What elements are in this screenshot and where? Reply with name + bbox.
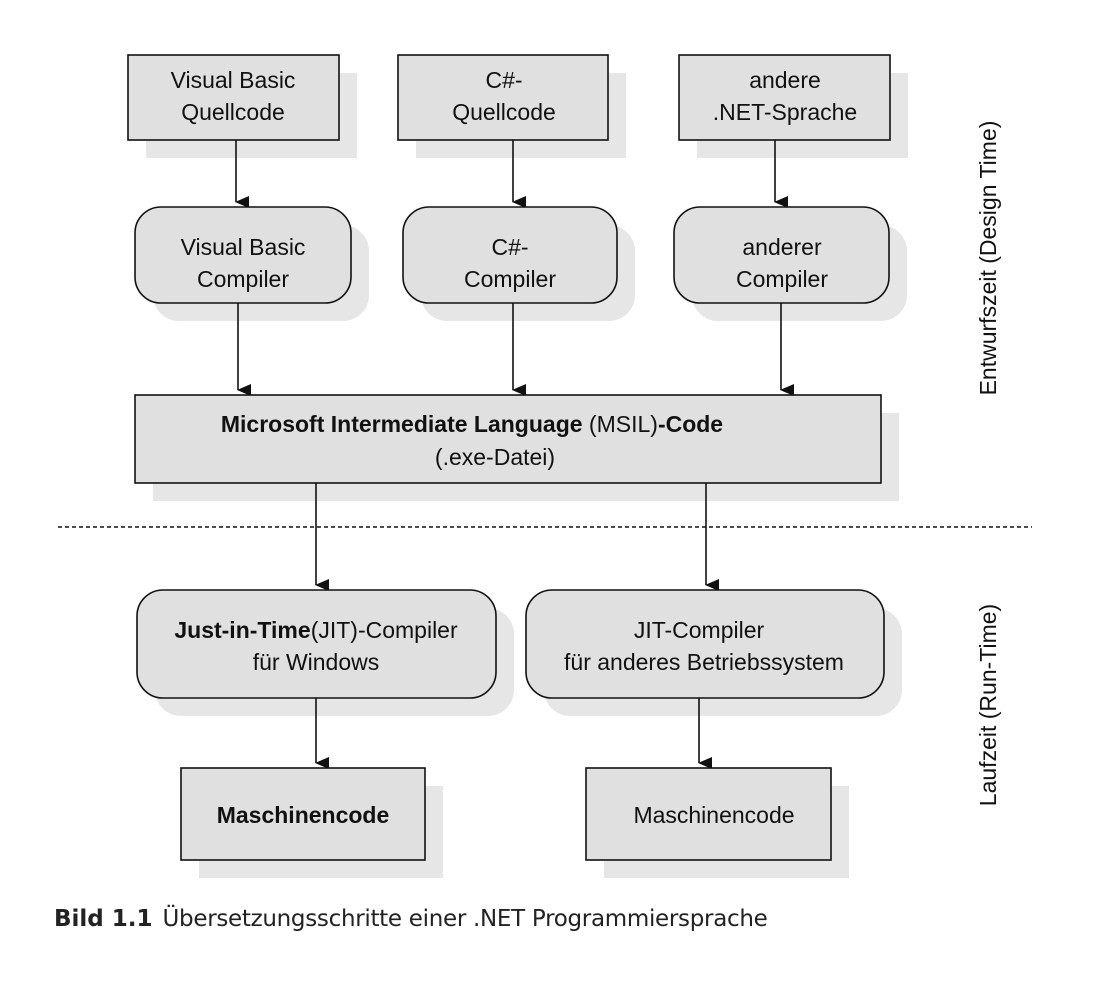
machine-code-windows-box: Maschinencode [180, 767, 443, 878]
jit-windows-rect [136, 589, 497, 699]
jit-other-box: JIT-Compiler für anderes Betriebssystem [525, 589, 902, 716]
msil-box: Microsoft Intermediate Language (MSIL)-C… [134, 394, 899, 501]
caption-label: Bild 1.1 [54, 906, 153, 932]
other-compiler-line1: anderer [742, 234, 822, 260]
machine-code-windows-rect [180, 767, 426, 861]
jit-windows-line1-part2: (JIT)-Compiler [311, 617, 458, 643]
vb-compiler-line1: Visual Basic [181, 234, 306, 260]
caption-text: Übersetzungsschritte einer .NET Programm… [162, 906, 768, 932]
vb-compiler-rect [134, 206, 352, 304]
other-source-line2: .NET-Sprache [713, 99, 857, 125]
other-compiler-box: anderer Compiler [673, 206, 907, 321]
cs-source-box: C#- Quellcode [397, 54, 626, 158]
vb-source-rect [127, 54, 340, 141]
msil-line1-part2: (MSIL) [583, 411, 658, 437]
other-source-line1: andere [749, 67, 821, 93]
msil-line2: (.exe-Datei) [435, 444, 555, 470]
jit-other-line2: für anderes Betriebssystem [564, 649, 844, 675]
jit-windows-line1: Just-in-Time(JIT)-Compiler [174, 617, 458, 643]
jit-windows-box: Just-in-Time(JIT)-Compiler für Windows [136, 589, 514, 716]
cs-compiler-rect [402, 206, 618, 304]
other-source-box: andere .NET-Sprache [678, 54, 908, 158]
machine-code-other-rect [585, 767, 832, 861]
cs-compiler-line1: C#- [491, 234, 528, 260]
other-compiler-line2: Compiler [736, 266, 828, 292]
vb-compiler-box: Visual Basic Compiler [134, 206, 369, 321]
msil-line1: Microsoft Intermediate Language (MSIL)-C… [221, 411, 723, 437]
jit-windows-line1-part1: Just-in-Time [174, 617, 310, 643]
vb-source-line2: Quellcode [181, 99, 285, 125]
jit-windows-line2: für Windows [253, 649, 380, 675]
cs-source-line2: Quellcode [452, 99, 556, 125]
msil-line1-part1: Microsoft Intermediate Language [221, 411, 583, 437]
cs-compiler-line2: Compiler [464, 266, 556, 292]
other-source-rect [678, 54, 891, 141]
run-time-label: Laufzeit (Run-Time) [975, 604, 1001, 806]
design-time-label: Entwurfszeit (Design Time) [975, 121, 1001, 396]
cs-source-line1: C#- [485, 67, 522, 93]
machine-code-other-label: Maschinencode [633, 802, 794, 828]
msil-line1-part3: -Code [658, 411, 723, 437]
jit-other-line1: JIT-Compiler [634, 617, 765, 643]
vb-source-box: Visual Basic Quellcode [127, 54, 357, 158]
machine-code-windows-label: Maschinencode [217, 802, 390, 828]
machine-code-other-box: Maschinencode [585, 767, 849, 878]
cs-source-rect [397, 54, 609, 141]
jit-other-rect [525, 589, 885, 699]
figure-caption: Bild 1.1 Übersetzungsschritte einer .NET … [54, 906, 768, 932]
cs-compiler-box: C#- Compiler [402, 206, 635, 321]
vb-source-line1: Visual Basic [171, 67, 296, 93]
msil-rect [134, 394, 882, 484]
vb-compiler-line2: Compiler [197, 266, 289, 292]
